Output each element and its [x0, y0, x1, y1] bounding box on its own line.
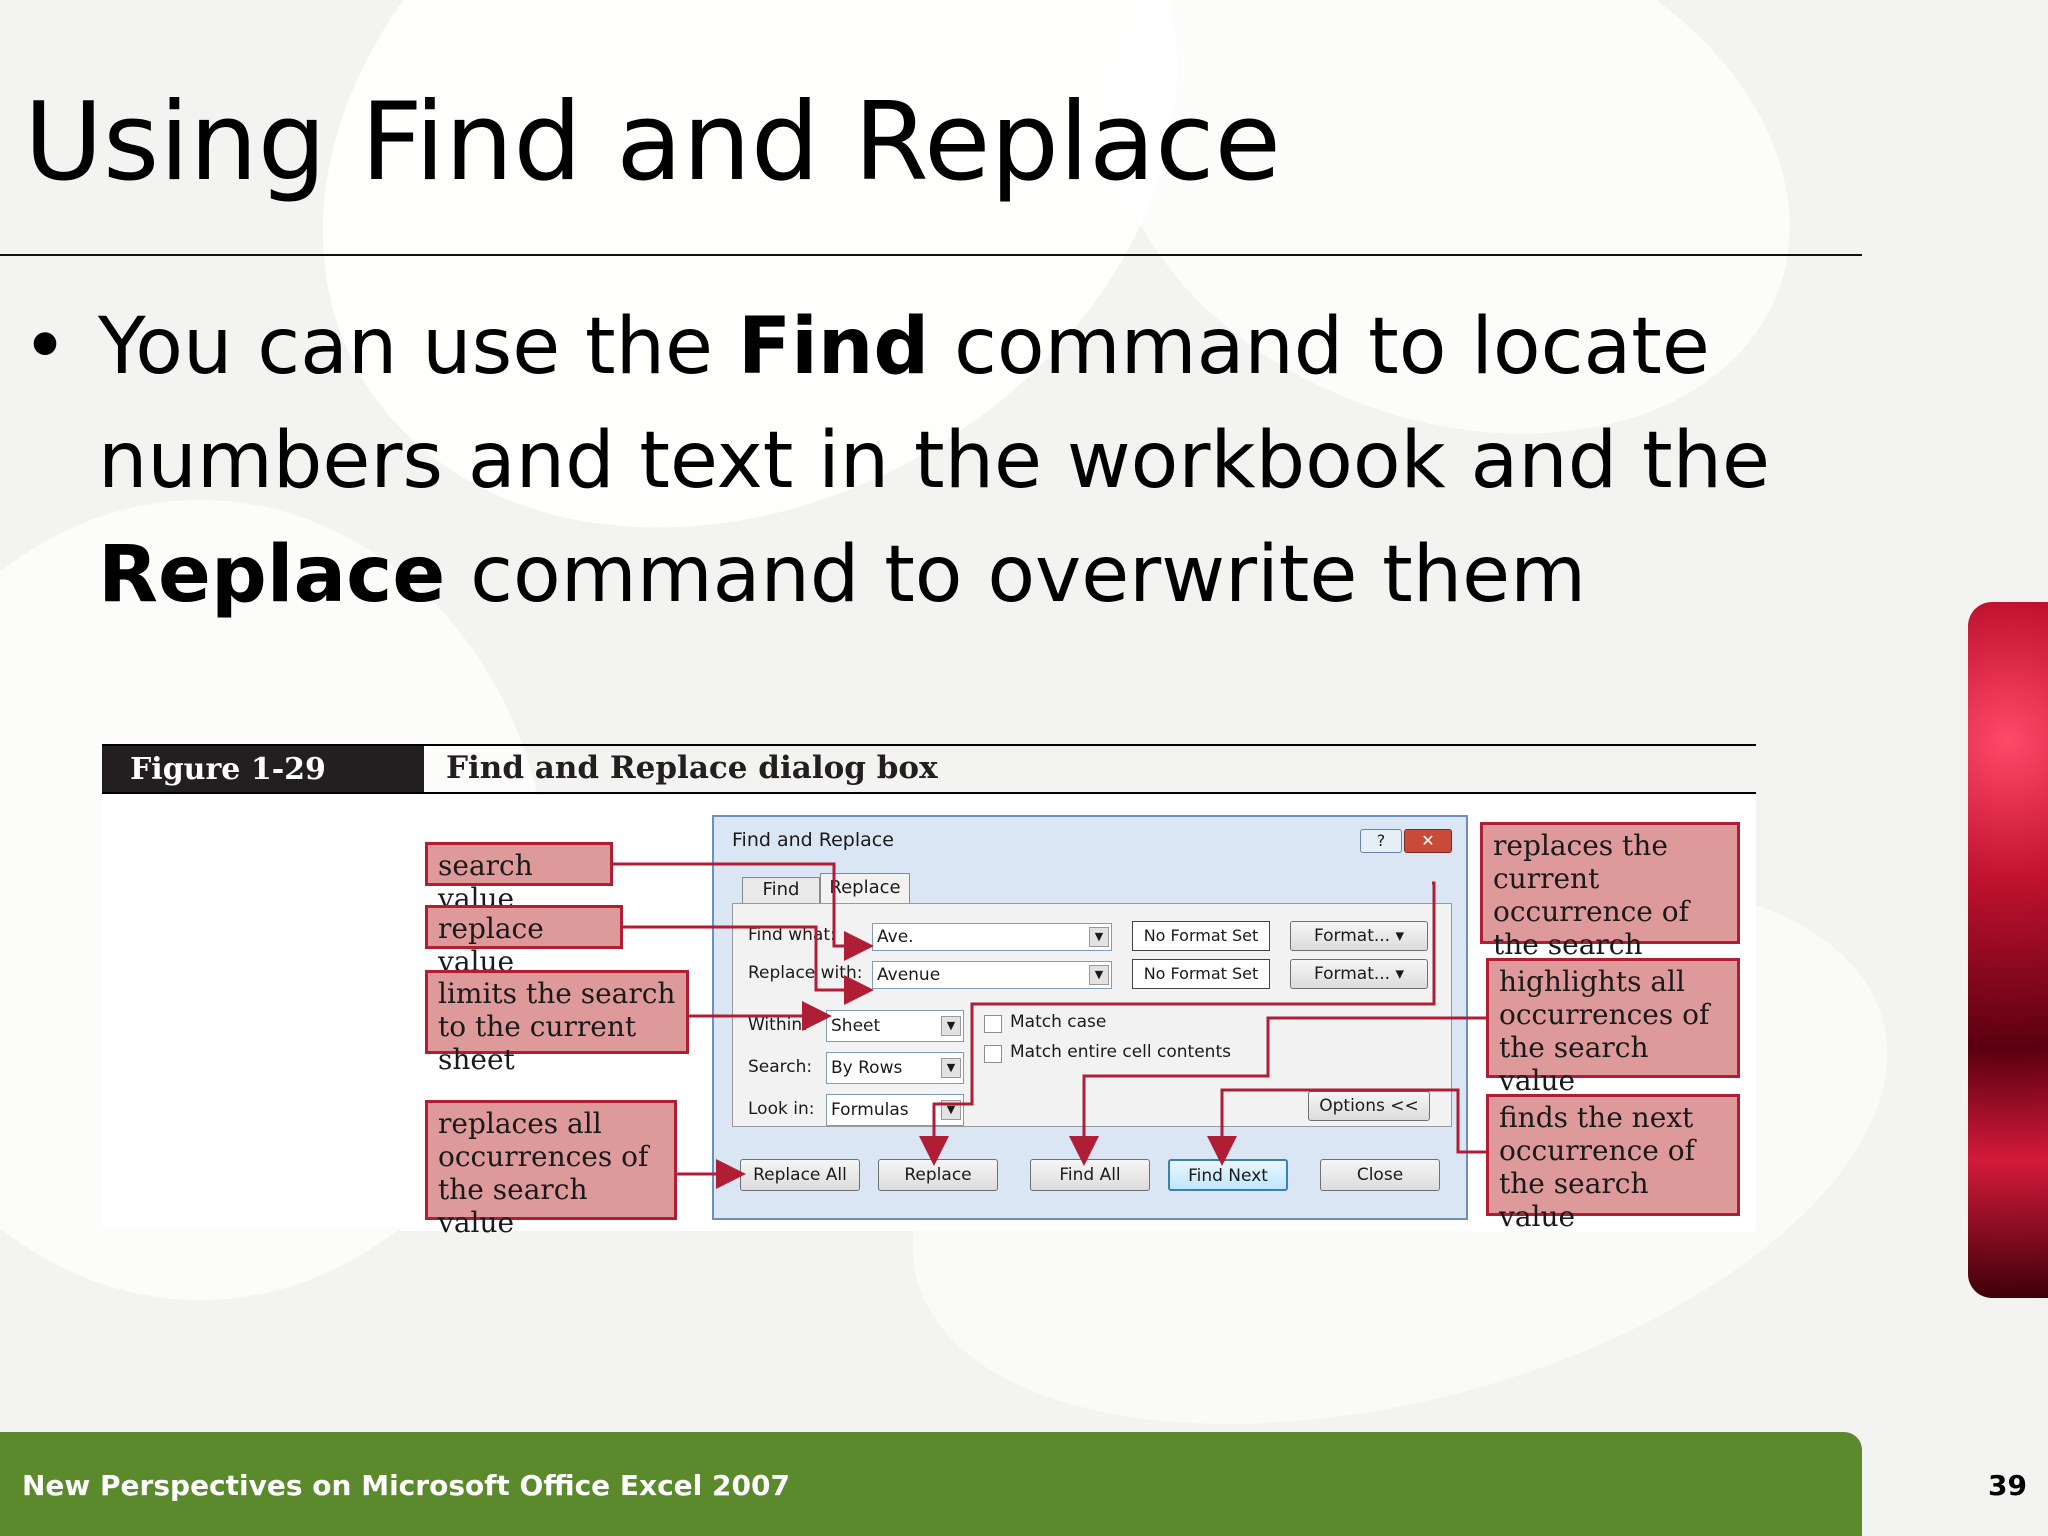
- find-next-button[interactable]: Find Next: [1168, 1159, 1288, 1191]
- bullet-text-part3: command to overwrite them: [445, 530, 1587, 620]
- help-button[interactable]: ?: [1360, 829, 1402, 853]
- bullet-keyword-find: Find: [737, 302, 930, 392]
- close-icon: ✕: [1421, 831, 1435, 850]
- dialog-title: Find and Replace: [732, 829, 894, 851]
- options-button[interactable]: Options <<: [1308, 1091, 1430, 1121]
- figure-label: Figure 1-29: [130, 752, 326, 787]
- replace-format-button-label: Format...: [1313, 964, 1391, 984]
- dropdown-arrow-icon[interactable]: ▼: [941, 1016, 961, 1036]
- decorative-rose-image: [1968, 602, 2048, 1298]
- search-label: Search:: [748, 1057, 813, 1077]
- figure-bottom-rule: [102, 792, 1756, 794]
- bullet-point: • You can use the Find command to locate…: [22, 290, 1842, 632]
- within-label: Within:: [748, 1015, 808, 1035]
- bullet-dot: •: [22, 302, 69, 392]
- find-what-value: Ave.: [877, 927, 914, 947]
- within-value: Sheet: [831, 1016, 881, 1036]
- within-select[interactable]: Sheet ▼: [826, 1010, 964, 1042]
- bullet-text: You can use the Find command to locate n…: [98, 290, 1842, 632]
- match-entire-label: Match entire cell contents: [1010, 1042, 1231, 1062]
- figure-margin: [102, 795, 402, 1227]
- dropdown-arrow-icon[interactable]: ▼: [1089, 927, 1109, 947]
- replace-with-input[interactable]: Avenue ▼: [872, 961, 1112, 989]
- find-format-button[interactable]: Format... ▾: [1290, 921, 1428, 951]
- replace-with-label: Replace with:: [748, 963, 863, 983]
- match-entire-checkbox[interactable]: [984, 1045, 1002, 1063]
- find-what-input[interactable]: Ave. ▼: [872, 923, 1112, 951]
- find-format-button-label: Format...: [1313, 926, 1391, 946]
- footer-text: New Perspectives on Microsoft Office Exc…: [22, 1469, 790, 1502]
- find-replace-dialog: Find and Replace ? ✕ Find Replace Find w…: [712, 815, 1468, 1220]
- callout-replaces-all: replaces all occurrences of the search v…: [425, 1100, 677, 1239]
- close-window-button[interactable]: ✕: [1404, 829, 1452, 853]
- replace-format-button[interactable]: Format... ▾: [1290, 959, 1428, 989]
- dropdown-arrow-icon[interactable]: ▼: [941, 1100, 961, 1120]
- page-number: 39: [1988, 1469, 2027, 1502]
- bullet-text-part1: You can use the: [98, 302, 738, 392]
- tab-replace[interactable]: Replace: [820, 873, 910, 904]
- bullet-text-part2: command to locate numbers and text in th…: [98, 302, 1771, 506]
- callout-limits-search: limits the search to the current sheet: [425, 970, 689, 1076]
- callout-highlights-all: highlights all occurrences of the search…: [1486, 958, 1740, 1097]
- look-in-select[interactable]: Formulas ▼: [826, 1094, 964, 1126]
- look-in-value: Formulas: [831, 1100, 909, 1120]
- find-format-preview: No Format Set: [1132, 921, 1270, 951]
- figure-caption: Find and Replace dialog box: [446, 750, 938, 786]
- match-case-label: Match case: [1010, 1012, 1107, 1032]
- search-order-select[interactable]: By Rows ▼: [826, 1052, 964, 1084]
- replace-with-value: Avenue: [877, 965, 941, 985]
- help-icon: ?: [1376, 831, 1386, 850]
- find-what-label: Find what:: [748, 925, 836, 945]
- replace-button[interactable]: Replace: [878, 1159, 998, 1191]
- match-case-checkbox[interactable]: [984, 1015, 1002, 1033]
- tab-find[interactable]: Find: [742, 877, 820, 903]
- callout-replaces-current: replaces the current occurrence of the s…: [1480, 822, 1740, 994]
- close-button[interactable]: Close: [1320, 1159, 1440, 1191]
- figure-top-rule: [102, 744, 1756, 746]
- slide-title: Using Find and Replace: [24, 80, 1281, 205]
- find-all-button[interactable]: Find All: [1030, 1159, 1150, 1191]
- callout-finds-next: finds the next occurrence of the search …: [1486, 1094, 1740, 1233]
- look-in-label: Look in:: [748, 1099, 815, 1119]
- figure-label-tag: Figure 1-29: [102, 746, 424, 792]
- replace-all-button[interactable]: Replace All: [740, 1159, 860, 1191]
- bullet-keyword-replace: Replace: [98, 530, 446, 620]
- callout-replace-value: replace value: [425, 905, 623, 978]
- title-divider: [0, 254, 1862, 256]
- dropdown-arrow-icon[interactable]: ▼: [1089, 965, 1109, 985]
- search-order-value: By Rows: [831, 1058, 903, 1078]
- replace-format-preview: No Format Set: [1132, 959, 1270, 989]
- dropdown-arrow-icon[interactable]: ▼: [941, 1058, 961, 1078]
- callout-search-value: search value: [425, 842, 613, 915]
- footer-bar: [0, 1432, 1862, 1536]
